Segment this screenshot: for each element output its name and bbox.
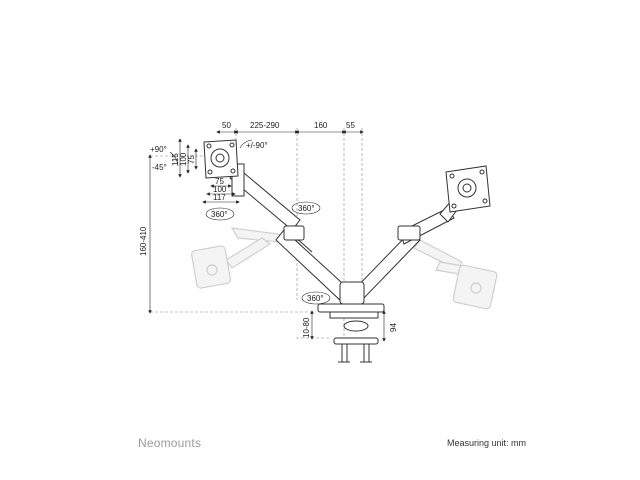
height-range-label: 160-410: [139, 226, 148, 256]
desk-clamp: [333, 320, 379, 363]
dim-top-55: 55: [346, 121, 355, 130]
rotate-label: +/-90°: [246, 141, 268, 150]
dim-top-225-290: 225-290: [250, 121, 280, 130]
measuring-unit-note: Measuring unit: mm: [446, 438, 526, 448]
right-arm: [351, 199, 461, 301]
tilt-minus45-label: -45°: [152, 163, 167, 172]
tilt-plus90-label: +90°: [150, 145, 167, 154]
clamp-94-label: 94: [389, 323, 398, 332]
rotation-arcs: [169, 139, 331, 305]
dim-top-50: 50: [222, 121, 231, 130]
ghost-right-arm: [413, 239, 498, 310]
dim-top-160: 160: [314, 121, 328, 130]
brand-logo-text: Neomounts: [138, 436, 202, 450]
swivel-elbow-label: 360°: [298, 204, 315, 213]
clamp-range-label: 10-80: [302, 317, 311, 338]
base-column: [317, 281, 385, 319]
vesa-100-label: 100: [179, 152, 188, 166]
dimension-lines: [148, 130, 386, 342]
swivel-head-label: 360°: [211, 210, 228, 219]
right-vesa-plate: [445, 165, 491, 213]
vesa-h117-label: 117: [213, 193, 226, 202]
left-vesa-plate: [203, 139, 239, 179]
vesa-115-label: 115: [171, 153, 180, 166]
vesa-h100-label: 100: [213, 185, 227, 194]
swivel-base-label: 360°: [307, 294, 324, 303]
left-arm: [229, 163, 353, 303]
vesa-75-label: 75: [187, 155, 196, 164]
vesa-h75-label: 75: [215, 177, 224, 186]
